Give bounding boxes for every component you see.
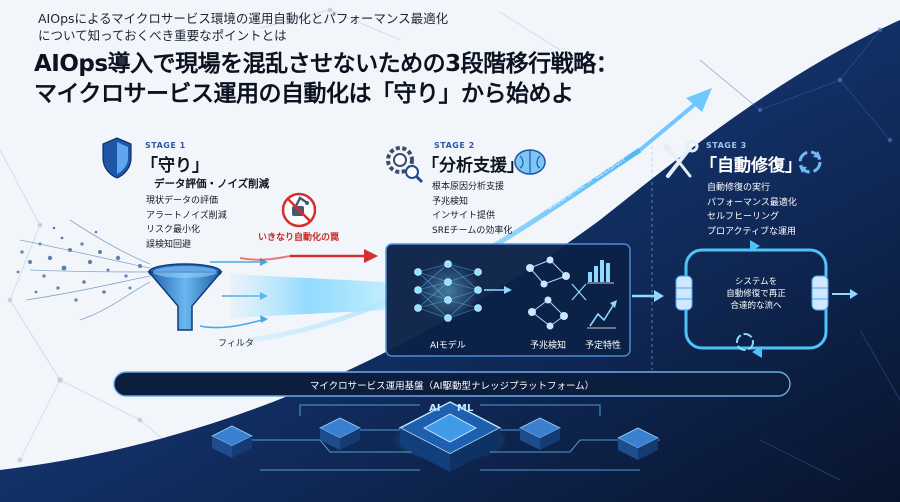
stage3-item: パフォーマンス最適化 [707, 197, 797, 208]
graph-nodes-icon [526, 256, 587, 330]
trend-chart-icon [587, 260, 617, 329]
stage2-item: SREチームの効率化 [432, 225, 513, 236]
title-line-1: AIOps導入で現場を混乱させないための3段階移行戦略： [34, 51, 619, 77]
stage3-item: プロアクティブな運用 [707, 226, 797, 237]
stage3-item-list: 自動修復の実行 パフォーマンス最適化 セルフヒーリング プロアクティブな運用 [707, 181, 797, 239]
platform-label: マイクロサービス運用基盤（AI駆動型ナレッジプラットフォーム） [309, 381, 595, 392]
trend-label: 予定特性 [585, 341, 622, 351]
prohibited-robot-icon [281, 192, 317, 228]
stage1-item: アラートノイズ削減 [146, 210, 227, 221]
stage1-item: 誤検知回避 [146, 239, 192, 250]
predict-label: 予兆検知 [530, 341, 567, 351]
refresh-icon [798, 150, 822, 174]
loop-text-line: 自動修復で再正 [726, 289, 786, 299]
platform-banner [113, 371, 791, 397]
stage1-item-list: 現状データの評価 アラートノイズ削減 リスク最小化 誤検知回避 [146, 194, 227, 252]
ai-ml-chip-icon [392, 401, 508, 472]
stage2-item: インサイト提供 [432, 211, 496, 221]
stage1-title: 「守り」 [141, 156, 209, 176]
data-beam [230, 274, 385, 318]
stage3-item: セルフヒーリング [707, 212, 780, 222]
stage3-label: STAGE 3 [706, 141, 747, 150]
stage1-item: リスク最小化 [146, 225, 201, 235]
loop-text-line: システムを [734, 277, 778, 287]
stage2-label: STAGE 2 [434, 141, 475, 150]
wrench-screwdriver-icon [662, 139, 699, 178]
filter-label: フィルタ [218, 339, 254, 349]
stage1-label: STAGE 1 [145, 141, 186, 150]
growth-arrowhead [686, 88, 712, 112]
shield-icon [102, 137, 132, 179]
particle-trails [19, 219, 151, 321]
gear-search-icon [386, 146, 424, 184]
title-line-2: マイクロサービス運用の自動化は「守り」から始めよ [34, 81, 574, 107]
stage1-item: 現状データの評価 [146, 196, 219, 206]
stage2-item-list: 根本原因分析支援 予兆検知 インサイト提供 SREチームの効率化 [432, 180, 512, 238]
subtitle-line-1: AIOpsによるマイクロサービス環境の運用自動化とパフォーマンス最適化 [38, 11, 449, 26]
stage3-item: 自動修復の実行 [707, 183, 771, 193]
neural-network-icon [414, 260, 512, 322]
platform-blocks [211, 417, 659, 460]
warning-label: いきなり自動化の罠 [258, 233, 340, 243]
stage2-title: 「分析支援」 [422, 156, 524, 176]
data-particles [16, 226, 142, 302]
stage2-item: 予兆検知 [432, 196, 469, 207]
loop-text: システムを 自動修復で再正 合達的な流へ [706, 276, 806, 312]
chip-ml-label: ML [457, 403, 474, 414]
growth-curve-tip [638, 98, 702, 152]
stage1-subtitle: データ評価・ノイズ削減 [154, 178, 270, 190]
stage2-item: 根本原因分析支援 [432, 182, 505, 192]
funnel-icon [147, 263, 223, 331]
network-lines-right [699, 27, 900, 481]
subtitle-line-2: について知っておくべき重要なポイントとは [38, 28, 287, 43]
chip-ai-label: AI [429, 403, 441, 414]
warning-arrowhead [364, 249, 378, 263]
brain-icon [514, 149, 546, 175]
loop-text-line: 合達的な流へ [730, 301, 782, 311]
self-healing-loop [675, 240, 858, 358]
ai-model-label: AIモデル [430, 341, 466, 351]
stage3-title: 「自動修復」 [700, 156, 802, 176]
